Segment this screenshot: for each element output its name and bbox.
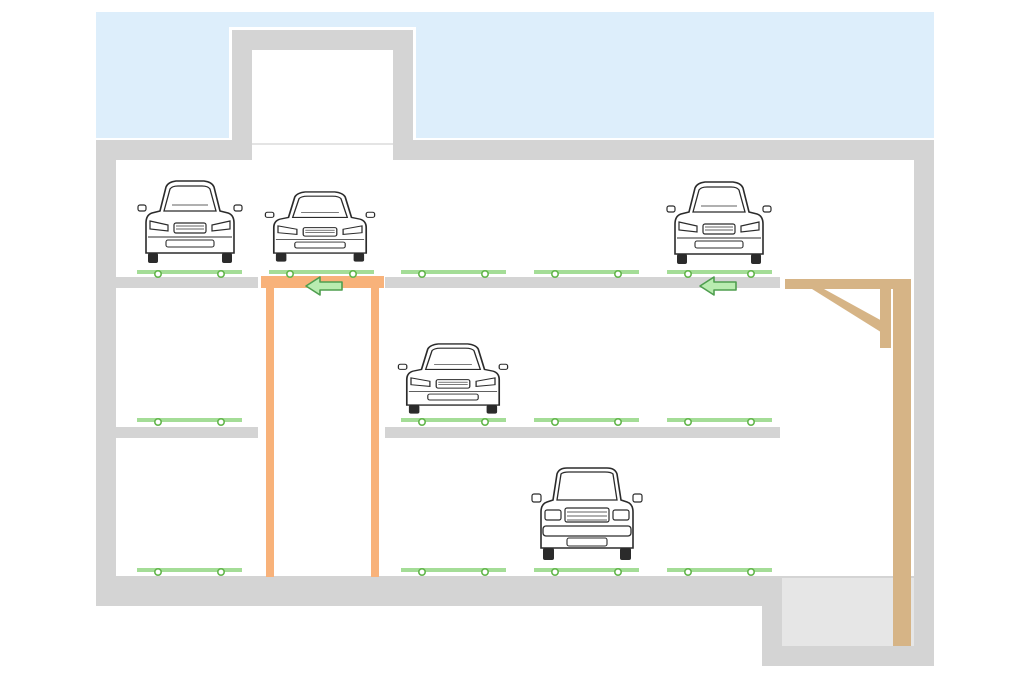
parking-pallet bbox=[137, 269, 242, 278]
pallet-wheel bbox=[154, 269, 163, 278]
entrance-shaft bbox=[229, 27, 416, 147]
parking-pallet bbox=[401, 567, 506, 576]
building-interior bbox=[116, 160, 914, 576]
parking-pallet bbox=[667, 269, 772, 278]
parking-pallet bbox=[534, 269, 639, 278]
pallet-wheel bbox=[285, 269, 294, 278]
pallet-wheel bbox=[217, 269, 226, 278]
parking-pallet bbox=[667, 417, 772, 426]
shaft-opening bbox=[252, 138, 393, 162]
pallet-wheel bbox=[746, 269, 755, 278]
pallet-wheel bbox=[348, 269, 357, 278]
pallet-wheel bbox=[154, 417, 163, 426]
pallet-wheel bbox=[417, 417, 426, 426]
slab-upper-right bbox=[385, 277, 780, 288]
pallet-wheel bbox=[154, 567, 163, 576]
pallet-wheel bbox=[746, 417, 755, 426]
pallet-wheel bbox=[613, 269, 622, 278]
pallet-wheel bbox=[417, 567, 426, 576]
slab-upper-left bbox=[116, 277, 258, 288]
parking-pallet bbox=[401, 269, 506, 278]
crane-arm bbox=[785, 279, 911, 646]
slab-middle-left bbox=[116, 427, 258, 438]
pallet-wheel bbox=[480, 567, 489, 576]
pallet-wheel bbox=[417, 269, 426, 278]
pallet-wheel bbox=[683, 567, 692, 576]
pallet-wheel bbox=[683, 417, 692, 426]
pallet-wheel bbox=[217, 567, 226, 576]
pallets bbox=[137, 269, 772, 576]
parking-pallet bbox=[137, 567, 242, 576]
parking-pallet bbox=[269, 269, 374, 278]
parking-pallet bbox=[137, 417, 242, 426]
pallet-wheel bbox=[480, 269, 489, 278]
pallet-wheel bbox=[217, 417, 226, 426]
pallet-wheel bbox=[550, 567, 559, 576]
parking-pallet bbox=[401, 417, 506, 426]
pallet-wheel bbox=[613, 567, 622, 576]
pallet-wheel bbox=[683, 269, 692, 278]
slab-middle-right bbox=[385, 427, 780, 438]
pallet-wheel bbox=[613, 417, 622, 426]
pallet-wheel bbox=[550, 417, 559, 426]
sky bbox=[96, 12, 934, 138]
parking-pallet bbox=[534, 417, 639, 426]
pallet-wheel bbox=[746, 567, 755, 576]
pallet-wheel bbox=[550, 269, 559, 278]
floor-slabs bbox=[116, 277, 780, 438]
parking-pallet bbox=[534, 567, 639, 576]
pallet-wheel bbox=[480, 417, 489, 426]
parking-pallet bbox=[667, 567, 772, 576]
